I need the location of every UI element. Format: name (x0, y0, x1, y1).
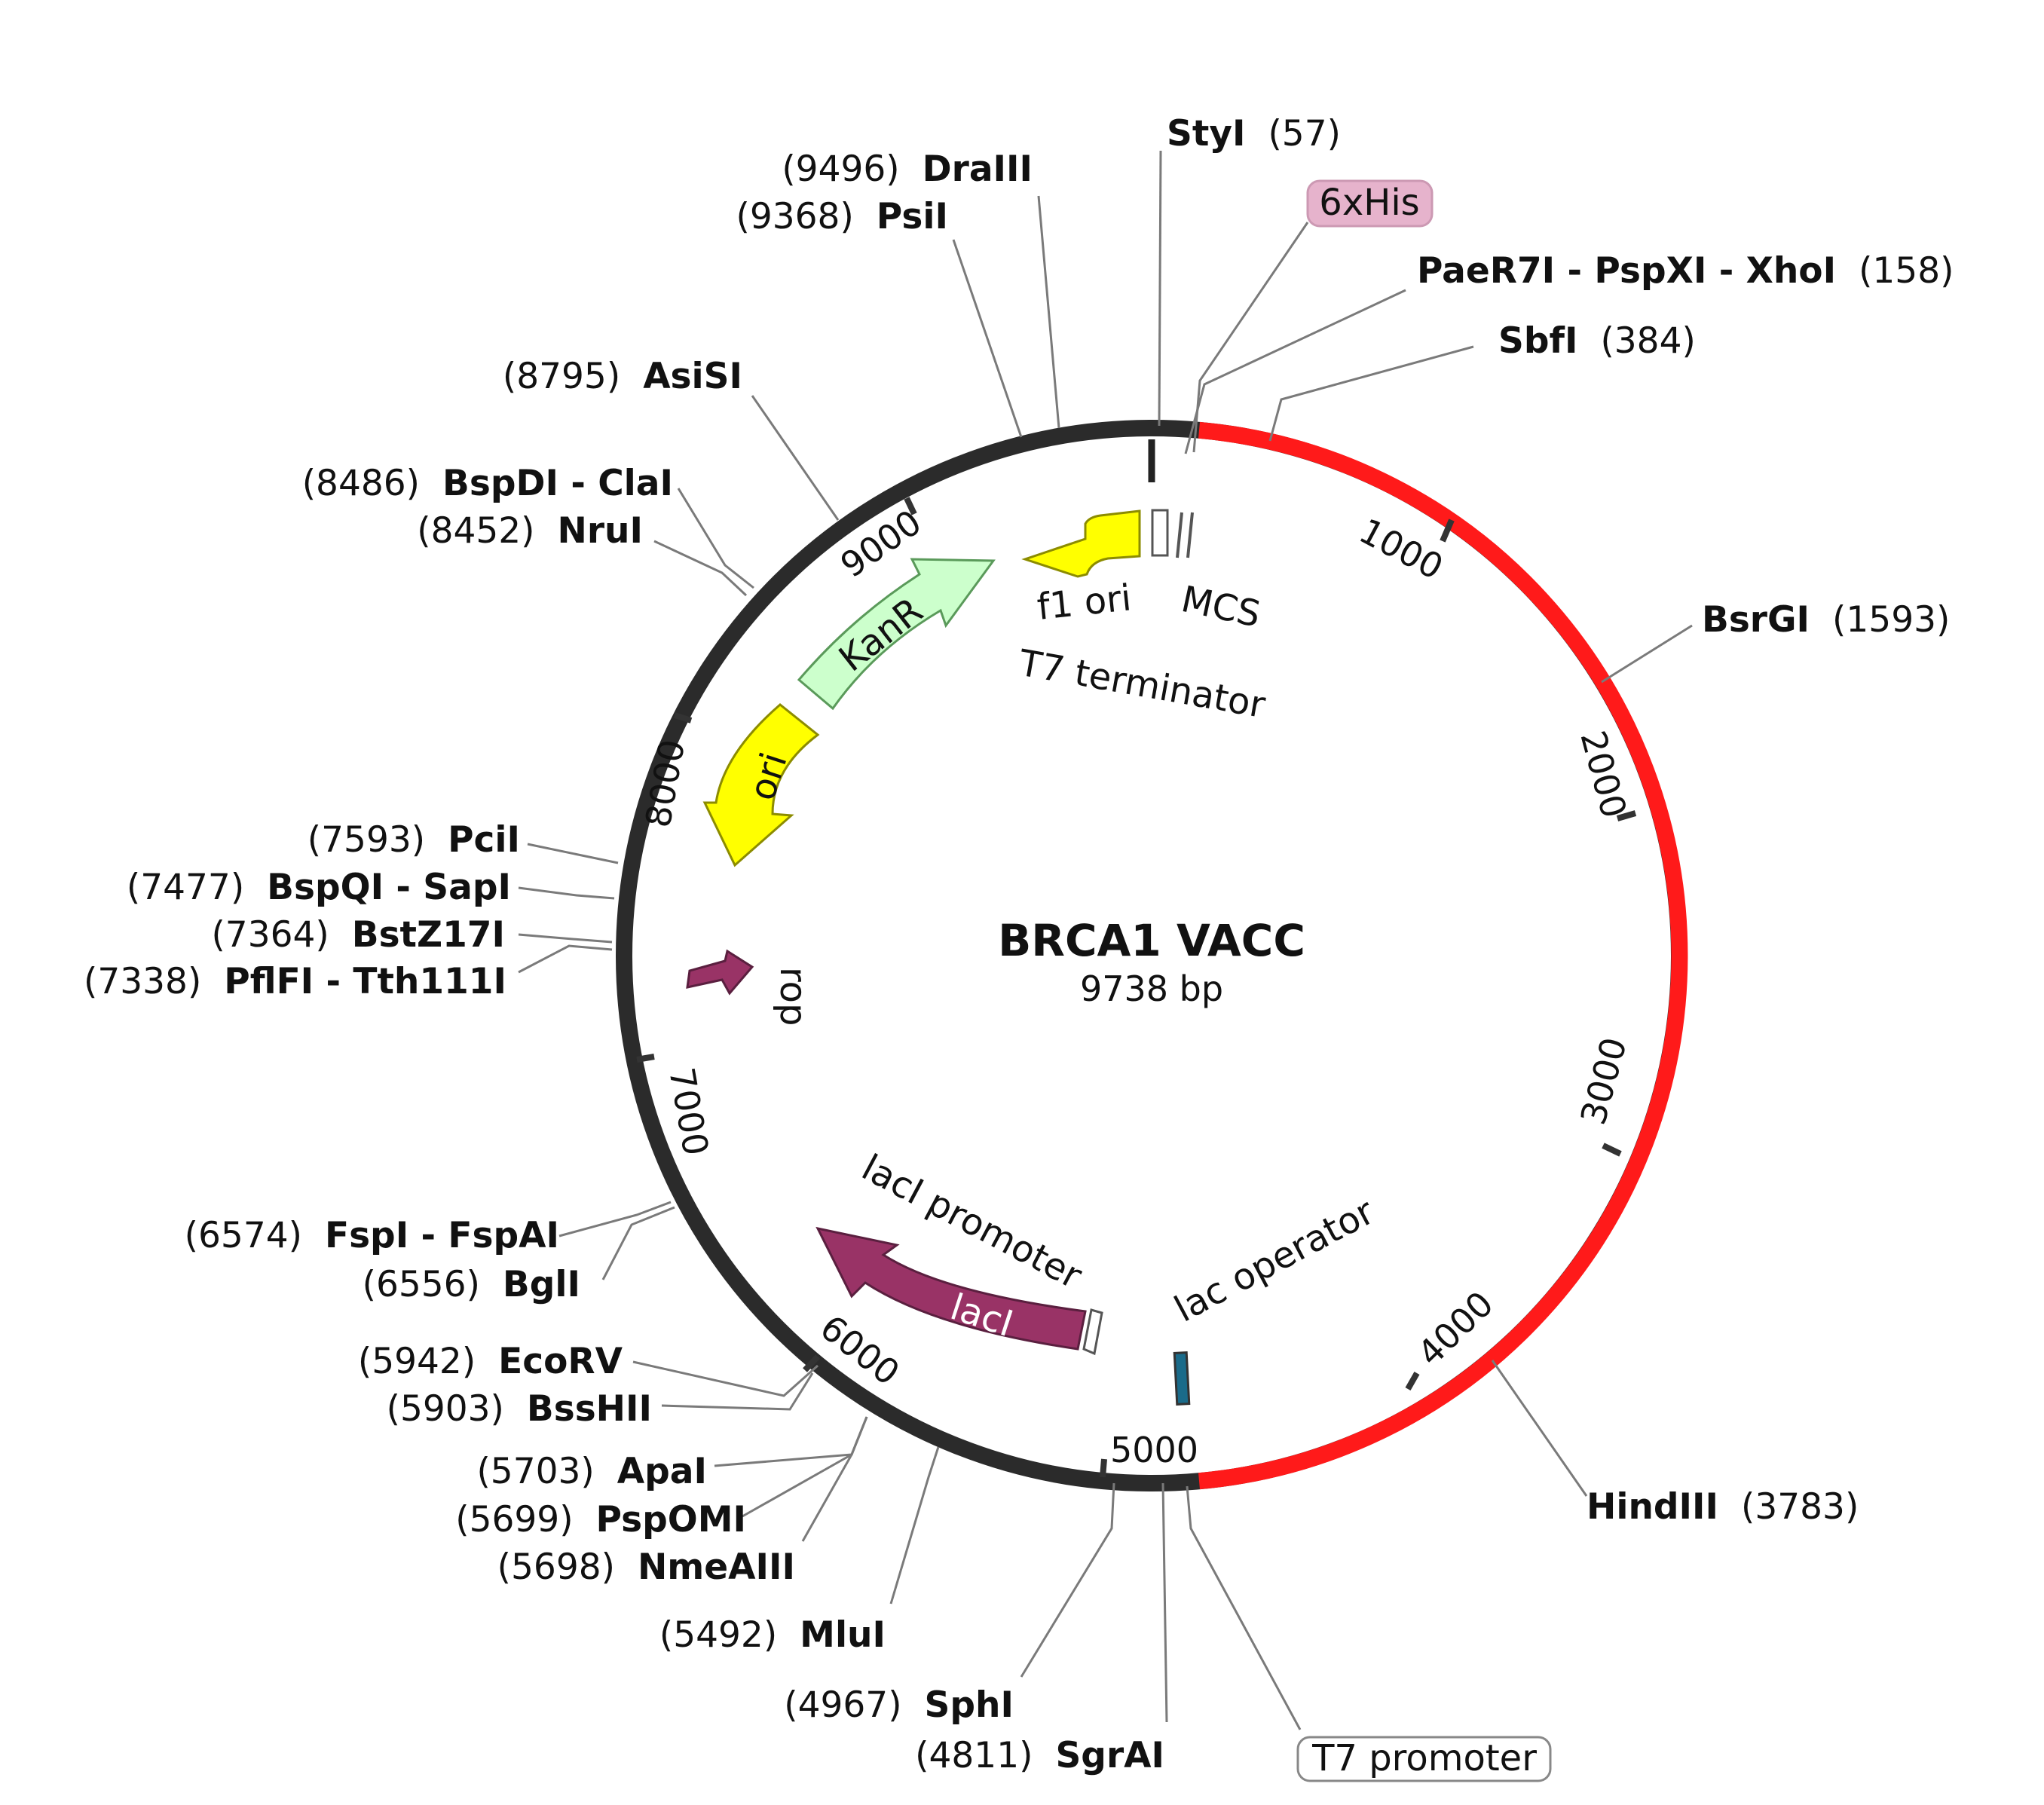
tick-7000 (636, 1054, 655, 1063)
leader-tth111i (518, 944, 613, 974)
laci-promoter-box (1082, 1308, 1103, 1356)
t7-terminator-box (1151, 509, 1169, 557)
t7-promoter-label: T7 promoter (1311, 1737, 1537, 1779)
6xhis-label: 6xHis (1319, 182, 1419, 224)
tick-6000 (803, 1354, 820, 1372)
t7-terminator-label: T7 terminator (1015, 641, 1268, 727)
leader-nrui (653, 540, 748, 597)
leader-bgli (601, 1206, 675, 1280)
site-sapi: (7477)BspQI - SapI (127, 867, 511, 908)
f1-ori-label: f1 ori (1035, 577, 1133, 629)
leader-sbfi (1268, 345, 1474, 442)
leader-6xhis (1192, 222, 1309, 453)
site-clai: (8486)BspDI - ClaI (302, 463, 673, 504)
leader-sphi (1020, 1482, 1115, 1678)
leader-clai (677, 488, 754, 589)
t7-promoter-box (1296, 1736, 1552, 1782)
6xhis-box (1306, 179, 1434, 228)
site-sgrai: (4811)SgrAI (915, 1735, 1164, 1776)
site-xhoi: PaeR7I - PspXI - XhoI(158) (1417, 250, 1954, 292)
site-fspai: (6574)FspI - FspAI (185, 1215, 559, 1256)
site-pspomi: (5699)PspOMI (455, 1499, 746, 1540)
site-styi: StyI(57) (1167, 113, 1341, 154)
site-pcii: (7593)PciI (308, 819, 520, 861)
leader-nmeaiii (801, 1416, 868, 1542)
laci-arrow (815, 1226, 1087, 1351)
leader-styi (1158, 150, 1162, 427)
tick-1000 (1440, 519, 1455, 543)
kanr-arrow (797, 558, 996, 711)
insert-arc (1198, 421, 1688, 1490)
tick-3000 (1602, 1143, 1622, 1157)
leader-sgrai (1161, 1482, 1168, 1723)
leader-draiii (1037, 195, 1060, 429)
rop-label: rop (772, 967, 814, 1026)
tick-label-3000: 3000 (1572, 1033, 1634, 1129)
tick-4000 (1405, 1372, 1420, 1390)
mcs-mark-2 (1186, 512, 1194, 558)
mcs-label: MCS (1178, 578, 1265, 636)
site-bsshii: (5903)BssHII (387, 1388, 652, 1430)
leader-asisi (751, 395, 840, 521)
site-sphi: (4967)SphI (784, 1684, 1014, 1726)
site-hindiii: HindIII(3783) (1587, 1486, 1859, 1528)
tick-2000 (1616, 810, 1637, 821)
tick-label-8000: 8000 (638, 736, 693, 831)
site-apai: (5703)ApaI (476, 1451, 707, 1492)
leader-pcii (527, 843, 619, 864)
leader-sapi (518, 886, 615, 900)
site-sbfi: SbfI(384) (1498, 320, 1696, 362)
tick-label-1000: 1000 (1353, 510, 1450, 588)
tick-label-5000: 5000 (1110, 1430, 1198, 1470)
site-nrui: (8452)NruI (417, 510, 643, 552)
ori-arrow (702, 703, 820, 867)
site-ecorv: (5942)EcoRV (358, 1341, 623, 1382)
tick-5000 (1100, 1458, 1107, 1478)
tick-label-7000: 7000 (661, 1065, 717, 1159)
site-tth111i: (7338)PflFI - Tth111I (84, 961, 506, 1002)
leader-mlui (889, 1446, 940, 1605)
leader-ecorv (632, 1360, 819, 1397)
site-asisi: (8795)AsiSI (503, 356, 742, 397)
site-mlui: (5492)MluI (659, 1614, 886, 1656)
plasmid-name: BRCA1 VACC (998, 915, 1305, 966)
leader-xhoi (1184, 289, 1406, 454)
plasmid-length: 9738 bp (1080, 968, 1223, 1009)
lac-operator-box (1173, 1351, 1191, 1406)
site-psii: (9368)PsiI (736, 196, 949, 237)
leader-t7-promoter (1186, 1485, 1302, 1730)
laci-label: lacI (945, 1286, 1018, 1345)
tick-label-9000: 9000 (833, 502, 929, 586)
mcs-mark-1 (1176, 512, 1183, 558)
lac-operator-label: lac operator (1167, 1190, 1381, 1330)
leader-bsshii (661, 1372, 814, 1411)
tick-8000 (673, 712, 693, 724)
leader-psii (952, 239, 1023, 438)
leader-pspomi (742, 1416, 868, 1518)
rop-arrow (686, 949, 754, 996)
leader-bstz17i (518, 933, 613, 944)
leader-fspai (558, 1201, 672, 1237)
site-nmeaiii: (5698)NmeAIII (497, 1546, 795, 1588)
f1-ori-arrow (1021, 509, 1141, 578)
tick-9000 (904, 497, 917, 515)
site-bgli: (6556)BglI (363, 1264, 580, 1305)
site-bsrgi: BsrGI(1593) (1702, 599, 1950, 641)
site-bstz17i: (7364)BstZ17I (211, 914, 505, 956)
leader-hindiii (1491, 1360, 1588, 1497)
site-draiii: (9496)DraIII (782, 148, 1033, 190)
leader-bsrgi (1601, 624, 1693, 684)
